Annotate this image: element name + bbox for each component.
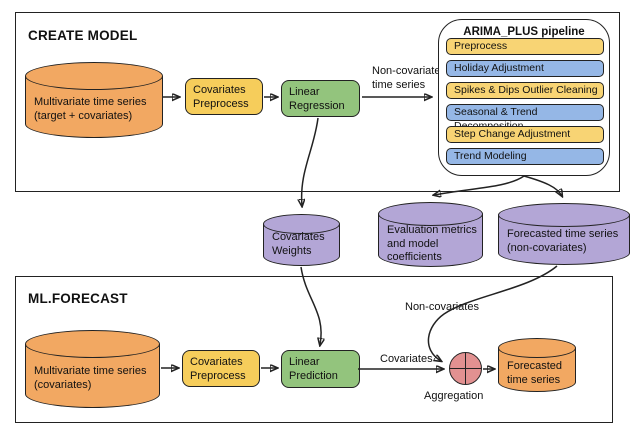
covariates-preprocess-box: Covariates Preprocess [185,78,263,115]
pipeline-step: Holiday Adjustment [446,60,604,77]
evaluation-metrics-label: Evaluation metrics and model coefficient… [387,224,477,263]
ml-forecast-title: ML.FORECAST [28,291,128,306]
aggregation-label: Aggregation [424,390,484,402]
forecast-noncovariates-db: Forecasted time series (non-covariates) [498,203,630,265]
input-db-target-covariates: Multivariate time series (target + covar… [25,62,163,138]
cylinder-top [25,330,160,358]
pipeline-step: Seasonal & Trend Decomposition [446,104,604,132]
input-db-label: Multivariate time series (target + covar… [34,96,147,122]
pipeline-step: Step Change Adjustment [446,126,604,143]
create-model-title: CREATE MODEL [28,28,138,43]
forecasted-time-series-label: Forecasted time series [507,360,563,386]
covariates-arrow-label: Covariates [380,353,433,365]
cylinder-top [378,202,483,226]
covariates-weights-db: Covariates Weights [263,214,340,266]
non-covariates-arrow-label: Non-covariates [405,301,479,313]
linear-prediction-box: Linear Prediction [281,350,360,388]
input-db-covariates: Multivariate time series (covariates) [25,330,160,408]
aggregation-node [449,352,482,385]
cylinder-top [25,62,163,90]
evaluation-metrics-db: Evaluation metrics and model coefficient… [378,202,483,267]
pipeline-title: ARIMA_PLUS pipeline [463,26,585,38]
cylinder-top [263,214,340,234]
pipeline-step: Spikes & Dips Outlier Cleaning [446,82,604,99]
pipeline-step: Preprocess [446,38,604,55]
forecasted-time-series-db: Forecasted time series [498,338,576,392]
input-db-covariates-label: Multivariate time series (covariates) [34,365,147,391]
covariates-preprocess-box-2: Covariates Preprocess [182,350,260,387]
cylinder-top [498,338,576,358]
non-covariates-time-series-label: Non-covariates time series [372,65,446,91]
linear-regression-box: Linear Regression [281,80,360,117]
cylinder-top [498,203,630,227]
pipeline-step: Trend Modeling [446,148,604,165]
covariates-weights-label: Covariates Weights [272,231,325,257]
forecast-noncovariates-label: Forecasted time series (non-covariates) [507,228,619,254]
